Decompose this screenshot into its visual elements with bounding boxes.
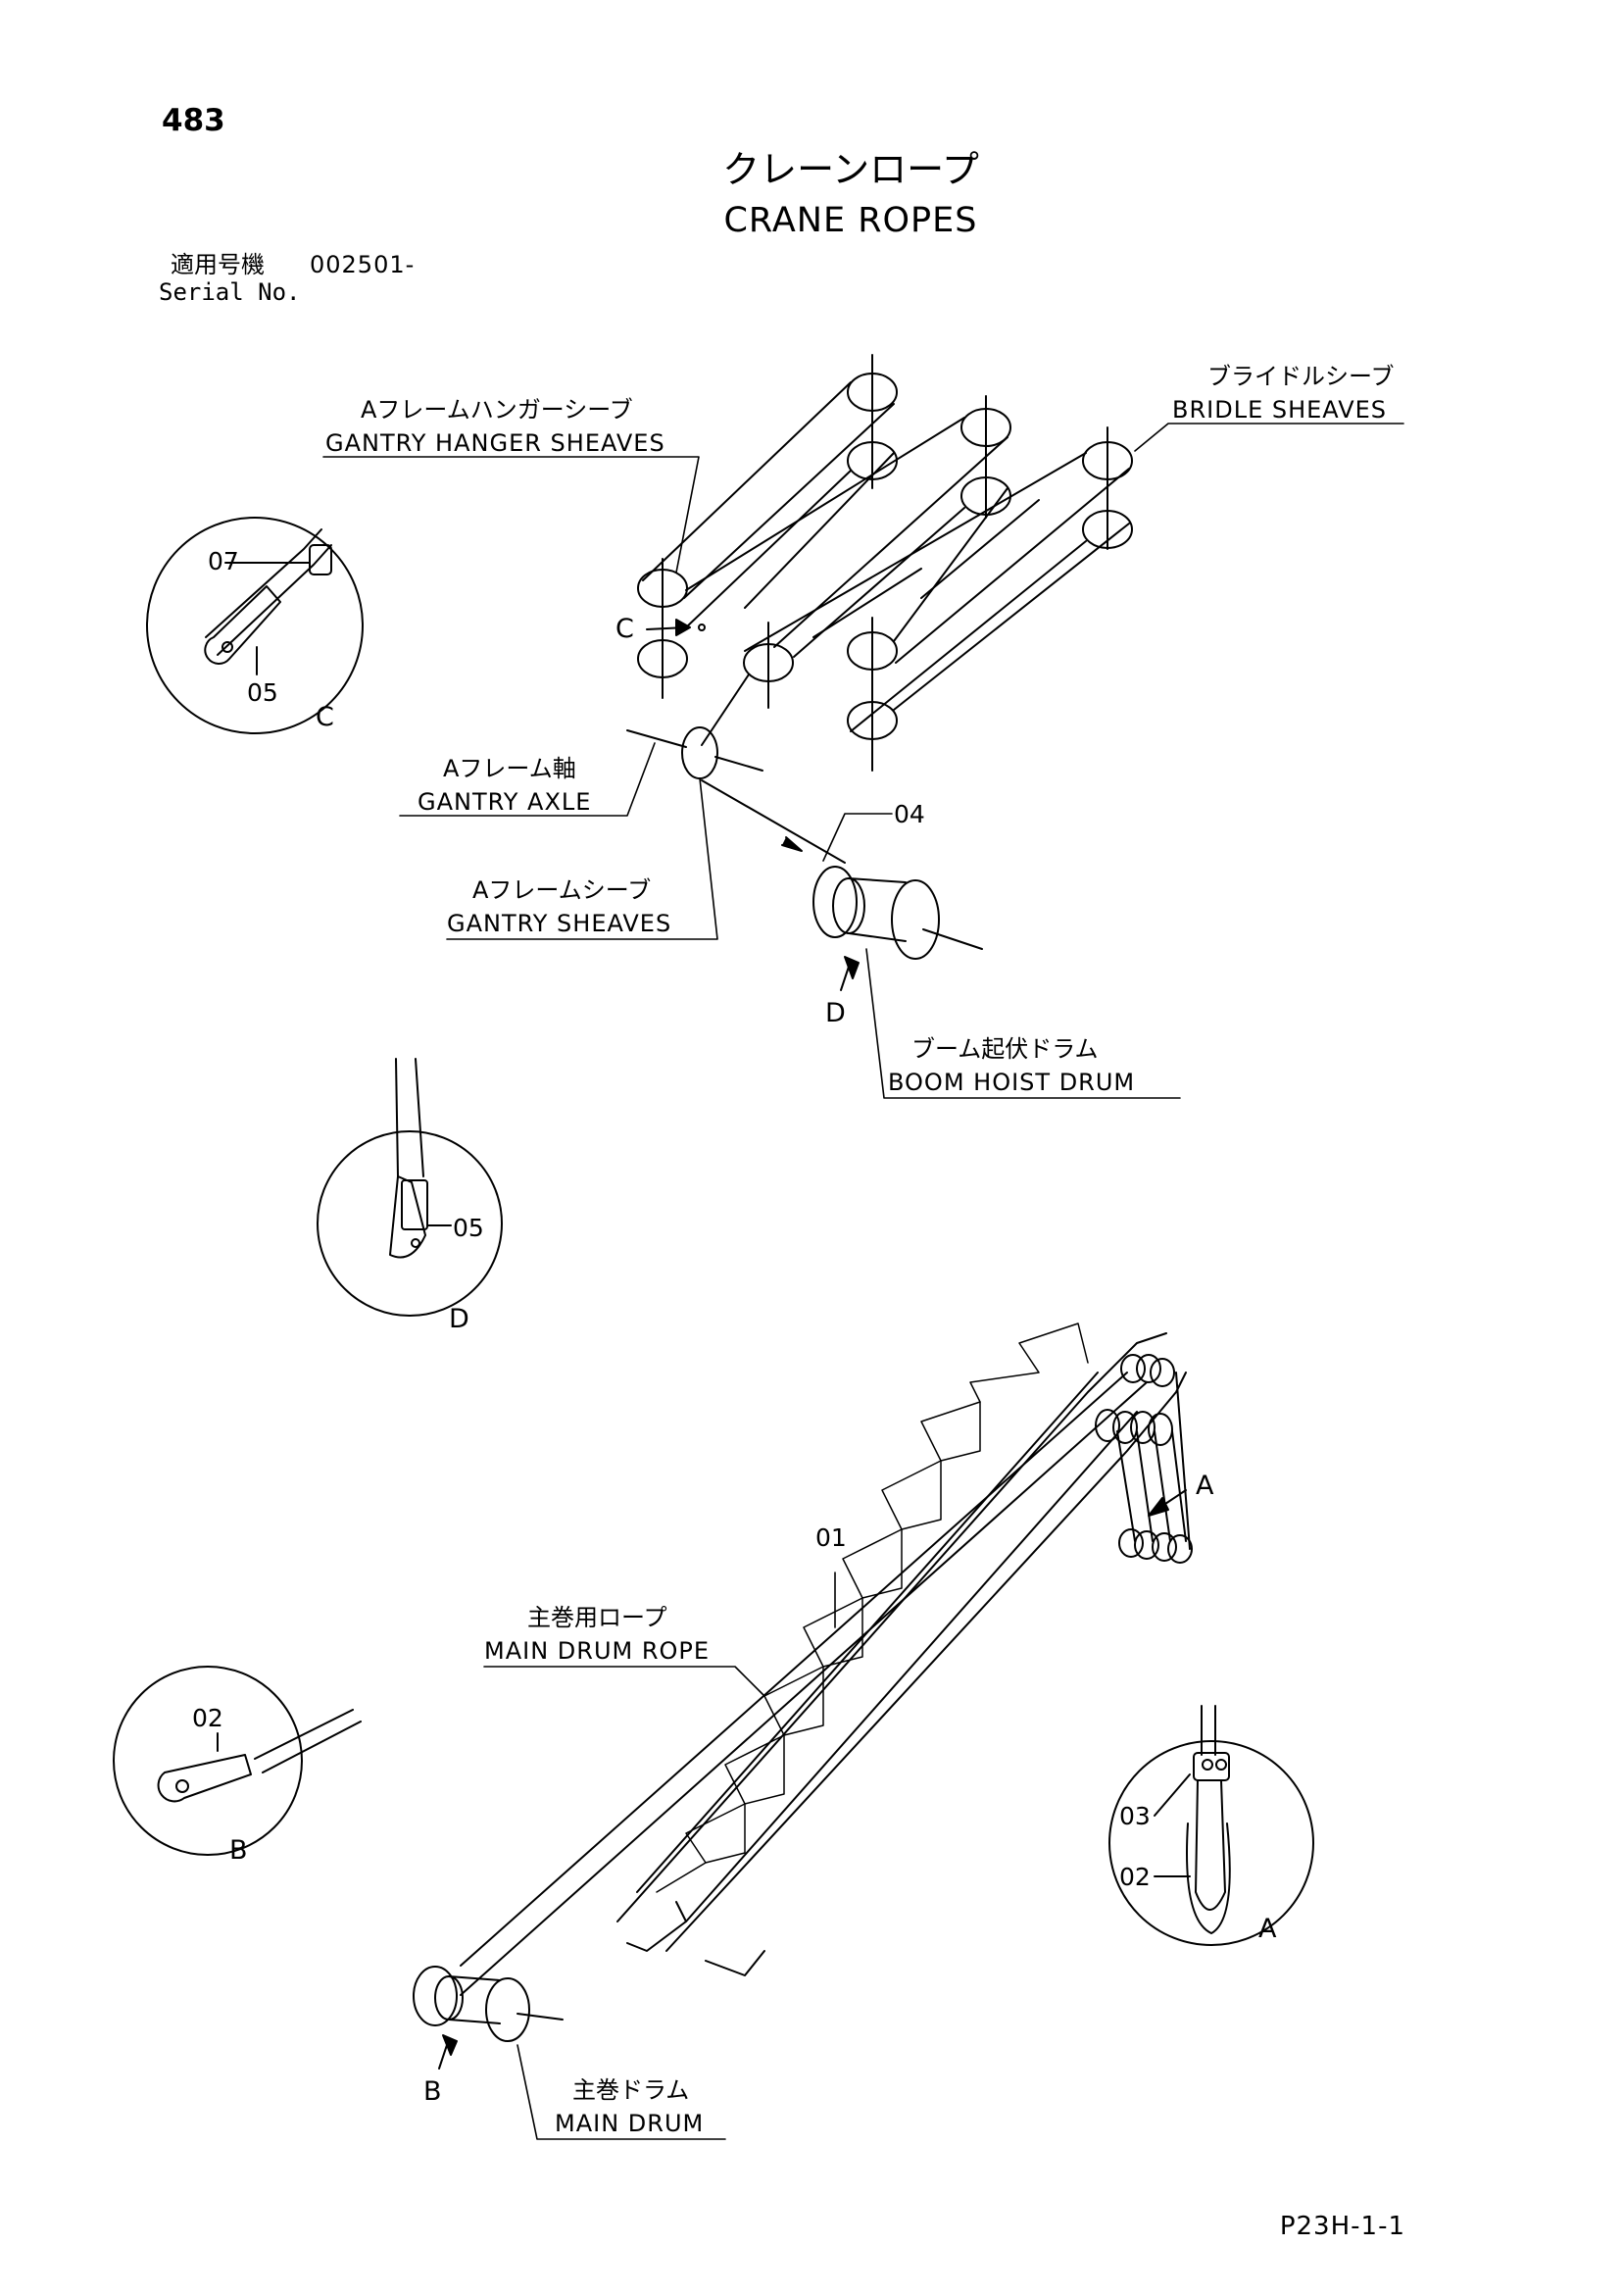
boom-hoist-drum-assembly xyxy=(812,866,983,960)
main-drum-label-jp: 主巻ドラム xyxy=(572,2076,690,2104)
page-title-en: CRANE ROPES xyxy=(723,201,978,240)
leader-lines xyxy=(322,423,1404,2140)
serial-label-en: Serial No. xyxy=(159,278,301,306)
boom-hoist-drum-label-jp: ブーム起伏ドラム xyxy=(911,1035,1099,1063)
part-number-02-a: 02 xyxy=(1119,1863,1151,1891)
view-letter-d-arrow: D xyxy=(825,998,846,1028)
part-number-07: 07 xyxy=(208,547,239,575)
part-number-05-d: 05 xyxy=(453,1214,484,1242)
bridle-sheaves-label-jp: ブライドルシーブ xyxy=(1207,363,1395,390)
boom-lattice xyxy=(460,1323,1193,1996)
gantry-axle-label-jp: Aフレーム軸 xyxy=(443,755,576,782)
view-letter-b-arrow: B xyxy=(423,2076,442,2107)
page-number: 483 xyxy=(162,103,225,138)
view-letter-c-circle: C xyxy=(316,702,334,732)
boom-hoist-drum-label-en: BOOM HOIST DRUM xyxy=(888,1069,1136,1096)
view-letter-d-circle: D xyxy=(449,1304,469,1334)
gantry-sheave xyxy=(681,726,718,779)
part-number-05-c: 05 xyxy=(247,678,278,707)
view-letter-a-circle: A xyxy=(1258,1914,1277,1944)
view-letter-a-arrow: A xyxy=(1196,1471,1214,1501)
page-title-jp: クレーンロープ xyxy=(722,148,979,191)
main-drum-rope-label-jp: 主巻用ロープ xyxy=(527,1604,667,1631)
part-number-03: 03 xyxy=(1119,1802,1151,1830)
part-number-01: 01 xyxy=(815,1523,847,1552)
gantry-sheaves-label-en: GANTRY SHEAVES xyxy=(447,910,672,937)
part-number-04: 04 xyxy=(894,800,925,828)
view-letter-b-circle: B xyxy=(229,1835,248,1866)
detail-circle-c xyxy=(146,517,364,734)
gantry-hanger-sheaves-label-jp: Aフレームハンガーシーブ xyxy=(361,396,633,424)
view-letter-c-arrow: C xyxy=(615,614,634,644)
bridle-sheaves-label-en: BRIDLE SHEAVES xyxy=(1172,396,1388,424)
detail-circle-d xyxy=(317,1058,503,1317)
drawing-code: P23H-1-1 xyxy=(1279,2212,1405,2241)
gantry-axle-label-en: GANTRY AXLE xyxy=(418,788,592,816)
main-drum-label-en: MAIN DRUM xyxy=(555,2110,705,2137)
detail-circle-b xyxy=(113,1666,362,1856)
sheave-assembly xyxy=(637,354,1133,772)
gantry-hanger-sheaves-label-en: GANTRY HANGER SHEAVES xyxy=(325,429,665,457)
gantry-sheaves-label-jp: Aフレームシーブ xyxy=(472,876,652,904)
serial-label-jp: 適用号機 xyxy=(171,251,265,278)
detail-circle-a xyxy=(1108,1705,1314,1946)
part-number-02-b: 02 xyxy=(192,1704,223,1732)
main-drum-assembly xyxy=(413,1966,564,2070)
main-drum-rope-label-en: MAIN DRUM ROPE xyxy=(484,1637,711,1665)
gantry-axle-assembly xyxy=(626,726,846,864)
serial-value: 002501- xyxy=(310,251,416,278)
